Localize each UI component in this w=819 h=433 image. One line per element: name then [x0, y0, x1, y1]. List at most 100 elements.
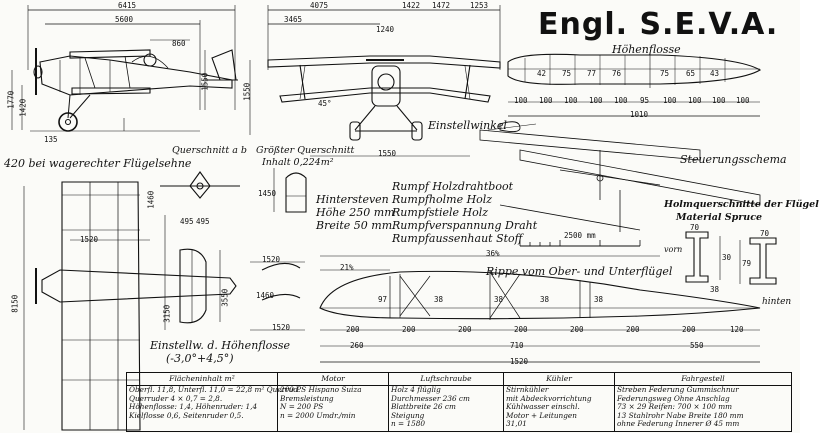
table-cell: n = 2000 Umdr./min — [280, 410, 356, 420]
side-view — [11, 5, 238, 132]
table-cell: Holz 4 flüglig — [391, 385, 441, 394]
label-rib: Rippe vom Ober- und Unterflügel — [486, 265, 673, 278]
front-view — [249, 5, 537, 157]
rib-sec-4: 38 — [594, 295, 604, 304]
dim-front-span4: 1253 — [470, 1, 489, 10]
plan-top: 1460 — [146, 190, 156, 209]
cross-section-ab — [160, 171, 240, 199]
rib-bottom-5: 200 — [626, 325, 640, 334]
dim-side-height1: 1770 — [6, 90, 16, 109]
rib-sec-0: 97 — [378, 295, 388, 304]
rib-sec-1: 38 — [434, 295, 444, 304]
label-einstell: Einstellw. d. Höhenflosse — [150, 339, 291, 352]
label-steering: Steuerungsschema — [680, 153, 787, 166]
technical-drawing — [11, 5, 777, 431]
label-qs-area: Inhalt 0,224m² — [262, 157, 334, 168]
rib-total: 1520 — [510, 357, 529, 366]
dim-side-total: 6415 — [118, 1, 137, 10]
label-qs-ab: Querschnitt a b — [172, 145, 247, 156]
scale-label: 2500 mm — [564, 231, 596, 240]
label-hinten: hinten — [762, 297, 792, 307]
stab-top-1: 75 — [562, 69, 572, 78]
rib-left: 21% — [340, 263, 354, 272]
table-cell: Stirnkühler — [506, 385, 549, 394]
holm-dim-4: 38 — [710, 285, 720, 294]
holm-dim-3: 79 — [742, 259, 752, 268]
plan-tail2: 3550 — [220, 288, 230, 307]
rib-sec-3: 38 — [540, 295, 550, 304]
table-cell: N = 200 PS — [280, 402, 324, 412]
label-sehne: 420 bei wagerechter Flügelsehne — [4, 157, 192, 170]
rib-lower-2: 550 — [690, 341, 704, 350]
table-cell: Blattbreite 26 cm — [391, 402, 456, 412]
dim-front-span2: 1422 — [402, 1, 421, 10]
stab-bottom-3: 100 — [589, 96, 603, 105]
rib-lower-1: 710 — [510, 341, 524, 350]
stab-top-2: 77 — [587, 69, 597, 78]
dim-side-fuselage: 5600 — [115, 15, 134, 24]
table-cell: Steigung — [391, 410, 425, 420]
stab-bottom-9: 100 — [736, 96, 750, 105]
stab-bottom-6: 100 — [663, 96, 677, 105]
table-cell: 31,01 — [506, 419, 527, 429]
stab-length: 1010 — [630, 110, 649, 119]
stab-bottom-4: 100 — [614, 96, 628, 105]
rib-top: 36% — [486, 249, 500, 258]
stab-top-3: 76 — [612, 69, 622, 78]
table-cell: n = 1580 — [391, 419, 426, 429]
table-cell: ohne Federung Innerer Ø 45 mm — [617, 419, 740, 429]
table-cell: Kühlwasser einschl. — [506, 402, 580, 412]
table-col-area: Flächeninhalt m² Oberfl. 11,8, Unterfl. … — [127, 373, 300, 431]
holm-dim-1: 30 — [722, 253, 732, 262]
spec-key-2: Höhe 250 mm — [316, 206, 395, 219]
table-head-propeller: Luftschraube — [389, 373, 503, 386]
dim-front-span: 4075 — [310, 1, 329, 10]
table-cell: 200 PS Hispano Suiza — [280, 385, 362, 394]
label-einstellwinkel: Einstellwinkel — [428, 119, 507, 132]
label-holm-title: Holmquerschnitte der Flügel — [664, 199, 819, 210]
spec-val-0: Rumpf Holzdrahtboot — [392, 180, 514, 193]
stab-top-5: 65 — [686, 69, 696, 78]
holm-dim-0: 70 — [690, 223, 700, 232]
dim-front-angle: 45° — [318, 99, 332, 108]
rib-bottom-0: 200 — [346, 325, 360, 334]
dim-side-gear: 135 — [44, 135, 58, 144]
rib-profile — [319, 255, 761, 363]
spec-table: Flächeninhalt m² Oberfl. 11,8, Unterfl. … — [126, 372, 792, 432]
table-cell: Federungsweg Ohne Anschlag — [617, 393, 730, 403]
steering-schema — [479, 129, 761, 232]
stab-bottom-0: 100 — [514, 96, 528, 105]
table-cell: Höhenflosse: 1,4, Höhenruder: 1,4 — [129, 402, 258, 412]
dim-front-inner: 3465 — [284, 15, 303, 24]
dim-front-span3: 1472 — [432, 1, 451, 10]
dim-front-bottom: 1550 — [378, 149, 397, 158]
scale-bar — [519, 240, 641, 247]
spec-key-3: Breite 50 mm — [316, 219, 393, 232]
table-cell: Motor + Leitungen — [506, 410, 577, 420]
stab-bottom-7: 100 — [688, 96, 702, 105]
table-cell: 13 Stahlrohr Nabe Breite 180 mm — [617, 410, 744, 420]
table-cell: Querruder 4 × 0,7 = 2,8. — [129, 393, 223, 403]
drawing-sheet: Engl. S.E.V.A. 6415 5600 860 1770 1420 1… — [4, 1, 819, 432]
spec-val-3: Rumpfverspannung Draht — [392, 219, 538, 232]
ew-w3: 1520 — [272, 323, 291, 332]
stab-top-4: 75 — [660, 69, 670, 78]
ew-w2: 1460 — [256, 291, 275, 300]
table-head-motor: Motor — [278, 373, 388, 386]
table-cell: Streben Federung Gummischnur — [617, 385, 739, 394]
stab-top-0: 42 — [537, 69, 547, 78]
plan-view — [23, 181, 237, 431]
spec-val-4: Rumpfaussenhaut Stoff — [392, 232, 523, 245]
rib-bottom-7: 120 — [730, 325, 744, 334]
label-stabilizer: Höhenflosse — [612, 43, 681, 56]
table-cell: Durchmesser 236 cm — [391, 393, 470, 403]
dim-side-height2: 1420 — [18, 98, 28, 117]
stab-bottom-5: 95 — [640, 96, 650, 105]
cross-section-largest — [273, 168, 307, 213]
spar-sections — [685, 231, 777, 285]
plan-tail: 3150 — [162, 304, 172, 323]
label-holm-material: Material Spruce — [676, 212, 763, 223]
table-cell: Bremsleistung — [280, 393, 334, 403]
plan-cs2: 495 — [196, 217, 210, 226]
table-cell: mit Abdeckvorrichtung — [506, 393, 592, 403]
